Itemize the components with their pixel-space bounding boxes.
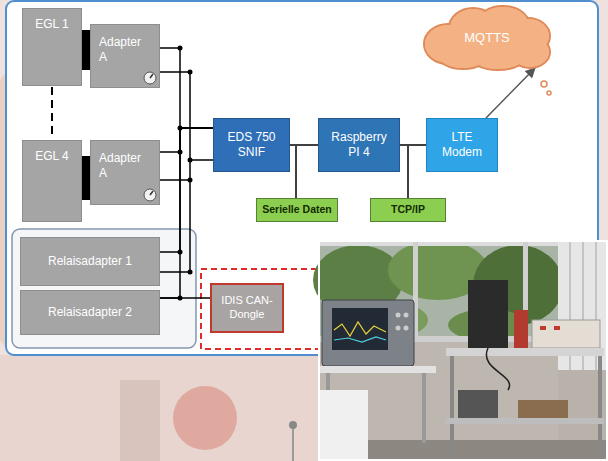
rotary-switch-icon <box>144 189 156 201</box>
device-box: EGL 4 <box>22 140 82 222</box>
tag-box: Serielle Daten <box>256 198 338 222</box>
node-label: LTE Modem <box>439 130 485 160</box>
node-label: EGL 1 <box>35 17 69 32</box>
node-label: IDIS CAN- Dongle <box>217 294 277 322</box>
junction-dot <box>188 158 193 163</box>
cable-bar <box>82 156 90 200</box>
junction-dot <box>188 178 193 183</box>
diagram-panel <box>6 1 598 355</box>
bus-wire <box>160 71 190 73</box>
photo-knob <box>404 326 409 331</box>
tag-box: TCP/IP <box>370 198 446 222</box>
rotary-switch-icon <box>144 189 156 201</box>
bus-connector <box>160 128 213 152</box>
lab-photo <box>313 240 608 461</box>
photo-knob <box>404 313 409 318</box>
photo-oscilloscope <box>322 300 414 366</box>
rotary-switch-icon <box>144 72 156 84</box>
group-frame <box>12 229 196 348</box>
photo-device <box>514 310 528 348</box>
thought-bubble <box>541 81 547 87</box>
photo-table <box>318 366 436 373</box>
photo-box <box>458 390 498 418</box>
dongle-box: IDIS CAN- Dongle <box>210 283 284 333</box>
cloud-fill <box>425 7 549 69</box>
photo-cart-leg <box>598 356 602 456</box>
bus-connector <box>160 297 210 299</box>
node-label: Relaisadapter 1 <box>48 254 132 269</box>
photo-knob <box>396 326 401 331</box>
photo-cart <box>446 348 604 356</box>
cloud-shape: MQTTS <box>418 4 556 72</box>
photo-cart-leg <box>450 356 454 456</box>
bus-connector <box>160 48 213 128</box>
process-box: Raspberry PI 4 <box>318 118 400 172</box>
bus-wire <box>190 159 213 161</box>
background-blur <box>0 355 320 461</box>
rotary-switch-pointer <box>150 191 153 195</box>
modem-box: LTE Modem <box>426 118 498 172</box>
cable-bar <box>82 30 90 70</box>
node-label: MQTTS <box>464 30 510 46</box>
background-pin <box>289 421 297 429</box>
thought-bubble <box>547 91 551 95</box>
photo-box <box>518 400 568 418</box>
photo-knob <box>396 313 401 318</box>
node-label: Serielle Daten <box>262 203 331 216</box>
photo-device <box>532 320 600 348</box>
adapter-box: Adapter A <box>90 24 160 88</box>
rotary-switch-pointer <box>150 74 153 78</box>
photo-scope-screen <box>332 308 388 350</box>
bus-wire <box>160 179 190 181</box>
junction-dot <box>188 270 193 275</box>
background-pin <box>292 425 294 461</box>
dashed-link <box>51 87 53 139</box>
background-blur <box>120 380 160 461</box>
photo-cart-shelf <box>446 418 604 424</box>
process-box: EDS 750 SNIF <box>213 118 290 172</box>
device-box: EGL 1 <box>22 8 82 86</box>
dashed-region <box>201 269 326 349</box>
node-label: Adapter A <box>99 151 147 181</box>
leader-line <box>407 146 409 198</box>
bus-wire <box>189 72 191 272</box>
photo-trace <box>334 322 386 336</box>
relay-adapter-box: Relaisadapter 2 <box>20 290 160 335</box>
photo-trace <box>334 337 386 342</box>
relay-adapter-box: Relaisadapter 1 <box>20 237 160 286</box>
photo-device <box>468 280 508 348</box>
photo-device-led <box>540 326 546 330</box>
connector <box>290 144 318 146</box>
node-label: Relaisadapter 2 <box>48 305 132 320</box>
bus-connector <box>160 128 213 298</box>
node-label: Raspberry PI 4 <box>326 130 392 160</box>
node-label: TCP/IP <box>391 203 425 216</box>
background-blur <box>173 386 237 450</box>
uplink-connector <box>486 68 535 118</box>
photo-border <box>319 241 607 460</box>
node-label: EGL 4 <box>35 149 69 164</box>
bus-connector <box>160 128 213 252</box>
bus-wire <box>160 271 190 273</box>
photo-table-leg <box>422 373 426 443</box>
photo-paper <box>318 390 368 461</box>
cloud-edge <box>424 6 550 70</box>
rotary-switch-icon <box>144 72 156 84</box>
connector <box>400 144 426 146</box>
junction-dot <box>188 70 193 75</box>
leader-line <box>295 146 297 198</box>
adapter-box: Adapter A <box>90 140 160 205</box>
node-label: Adapter A <box>99 35 147 65</box>
photo-cable <box>486 348 509 390</box>
photo-device-led <box>554 326 560 330</box>
node-label: EDS 750 SNIF <box>222 130 282 160</box>
